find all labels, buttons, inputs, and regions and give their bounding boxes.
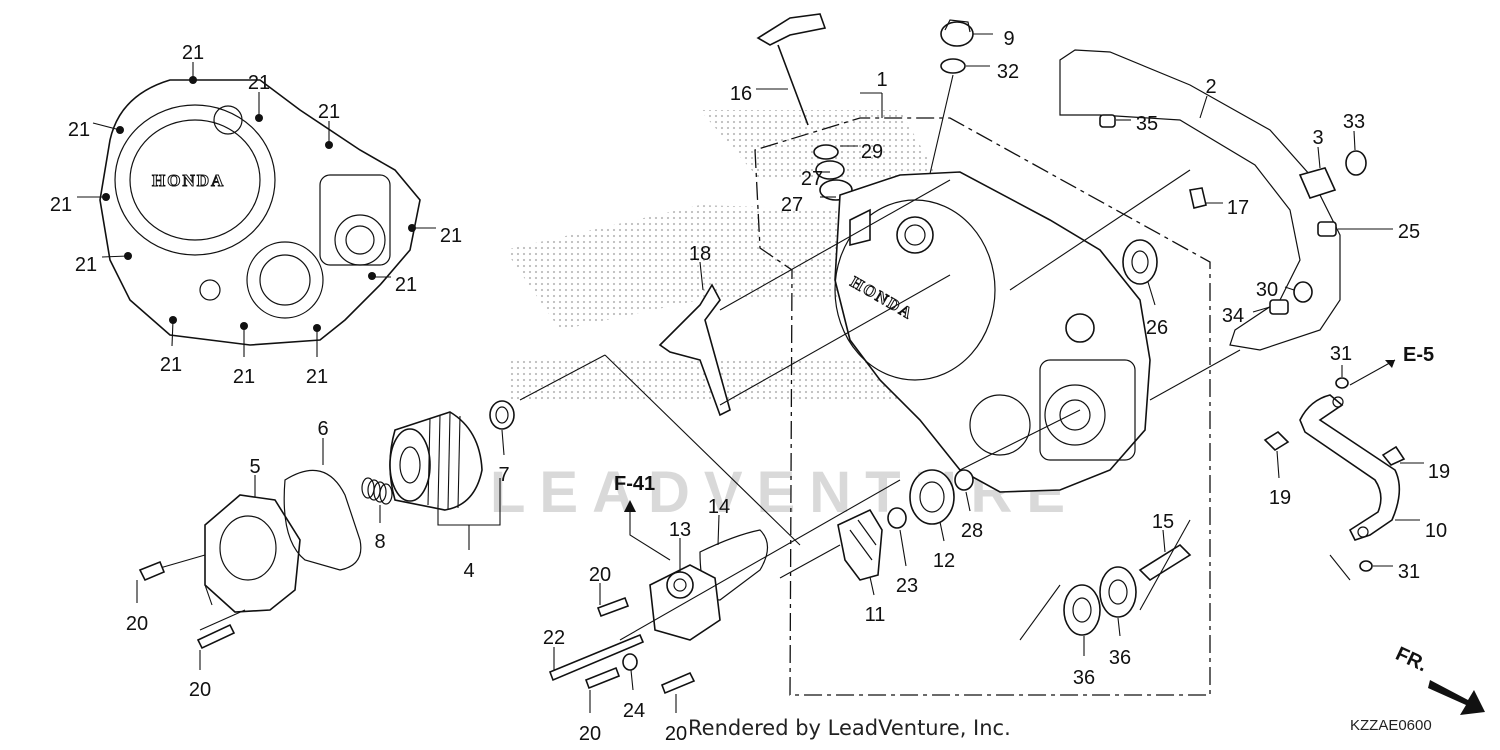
outer-cover: HONDA	[99, 76, 421, 346]
callout-22[interactable]: 22	[543, 627, 565, 649]
gasket-2	[1059, 49, 1393, 351]
callout-21[interactable]: 21	[160, 354, 182, 376]
callout-21[interactable]: 21	[306, 366, 328, 388]
callout-30[interactable]: 30	[1256, 279, 1278, 301]
front-arrow: FR.	[1392, 643, 1485, 715]
callout-1[interactable]: 1	[876, 69, 887, 91]
oil-filter-parts	[136, 400, 515, 670]
callout-21[interactable]: 21	[318, 101, 340, 123]
callout-21[interactable]: 21	[50, 194, 72, 216]
callout-36[interactable]: 36	[1109, 647, 1131, 669]
callout-15[interactable]: 15	[1152, 511, 1174, 533]
callout-20[interactable]: 20	[589, 564, 611, 586]
callout-6[interactable]: 6	[317, 418, 328, 440]
callout-24[interactable]: 24	[623, 700, 645, 722]
assembly-lines	[519, 169, 1241, 641]
footer-credit: Rendered by LeadVenture, Inc.	[688, 716, 1011, 740]
callout-14[interactable]: 14	[708, 496, 730, 518]
callout-21[interactable]: 21	[233, 366, 255, 388]
ref-e5[interactable]: E-5	[1403, 344, 1434, 366]
callout-27[interactable]: 27	[801, 168, 823, 190]
callout-36[interactable]: 36	[1073, 667, 1095, 689]
callout-17[interactable]: 17	[1227, 197, 1249, 219]
callout-27[interactable]: 27	[781, 194, 803, 216]
front-label: FR.	[1392, 643, 1430, 677]
callout-2[interactable]: 2	[1205, 76, 1216, 98]
callout-32[interactable]: 32	[997, 61, 1019, 83]
callout-12[interactable]: 12	[933, 550, 955, 572]
callout-9[interactable]: 9	[1003, 28, 1014, 50]
upper-center-parts	[658, 13, 993, 417]
leaders-21	[77, 62, 436, 357]
callout-33[interactable]: 33	[1343, 111, 1365, 133]
callout-21[interactable]: 21	[395, 274, 417, 296]
callout-26[interactable]: 26	[1146, 317, 1168, 339]
callout-20[interactable]: 20	[665, 723, 687, 745]
callout-11[interactable]: 11	[865, 604, 886, 626]
oil-pipe-10	[1263, 359, 1424, 581]
callout-31[interactable]: 31	[1330, 343, 1352, 365]
callout-25[interactable]: 25	[1398, 221, 1420, 243]
callout-5[interactable]: 5	[249, 456, 260, 478]
callout-8[interactable]: 8	[374, 531, 385, 553]
assembly-box	[754, 92, 1211, 696]
callout-28[interactable]: 28	[961, 520, 983, 542]
callout-21[interactable]: 21	[75, 254, 97, 276]
callout-21[interactable]: 21	[440, 225, 462, 247]
callout-13[interactable]: 13	[669, 519, 691, 541]
callout-3[interactable]: 3	[1312, 127, 1323, 149]
callout-29[interactable]: 29	[861, 141, 883, 163]
callout-35[interactable]: 35	[1136, 113, 1158, 135]
callout-34[interactable]: 34	[1222, 305, 1244, 327]
water-pump-parts	[548, 469, 974, 713]
callout-18[interactable]: 18	[689, 243, 711, 265]
shaft-bearings	[1019, 519, 1192, 656]
callout-21[interactable]: 21	[182, 42, 204, 64]
ref-f41[interactable]: F-41	[614, 473, 655, 495]
diagram-code: KZZAE0600	[1350, 717, 1432, 734]
callout-31[interactable]: 31	[1398, 561, 1420, 583]
callout-21[interactable]: 21	[68, 119, 90, 141]
callout-19[interactable]: 19	[1428, 461, 1450, 483]
callout-19[interactable]: 19	[1269, 487, 1291, 509]
cover-brand: HONDA	[152, 171, 225, 190]
callout-4[interactable]: 4	[463, 560, 474, 582]
right-cover: HONDA	[834, 171, 1151, 493]
callout-20[interactable]: 20	[579, 723, 601, 745]
callout-10[interactable]: 10	[1425, 520, 1447, 542]
callout-23[interactable]: 23	[896, 575, 918, 597]
callout-20[interactable]: 20	[126, 613, 148, 635]
callout-20[interactable]: 20	[189, 679, 211, 701]
callout-7[interactable]: 7	[498, 464, 509, 486]
callout-16[interactable]: 16	[730, 83, 752, 105]
bearing-26	[1122, 239, 1158, 306]
callout-21[interactable]: 21	[248, 72, 270, 94]
